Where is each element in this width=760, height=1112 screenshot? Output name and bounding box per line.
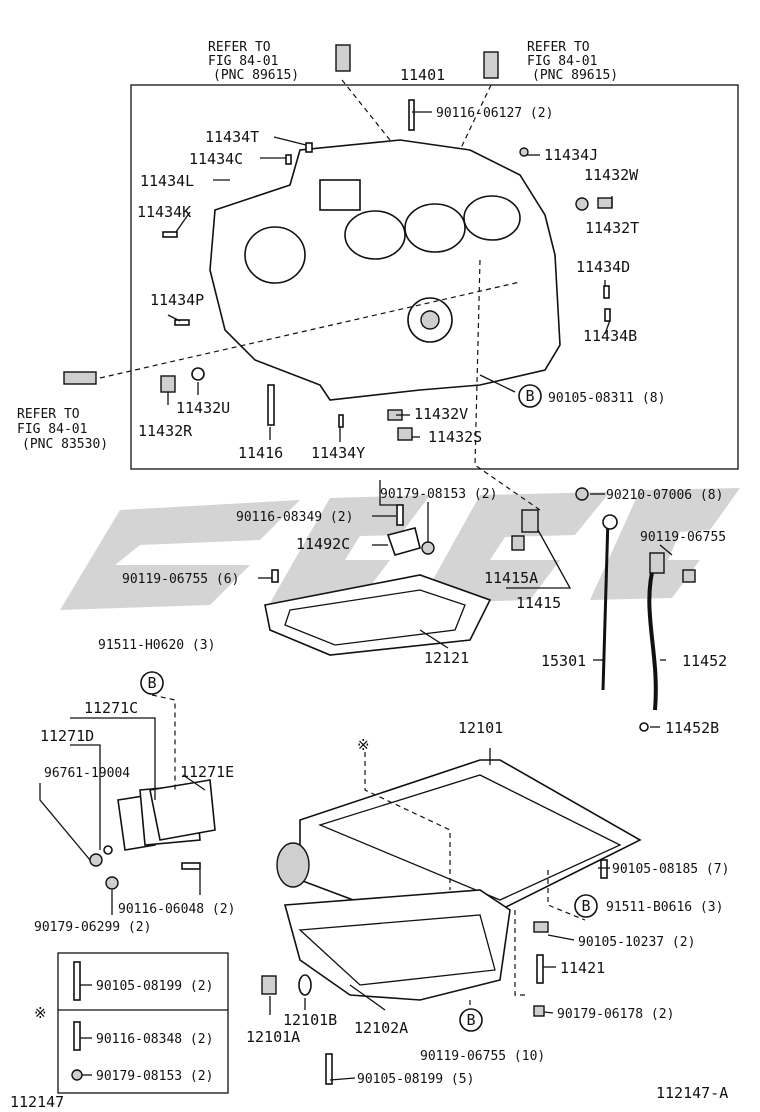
callout-label: 90179-06299 (2) [34, 920, 151, 935]
callout-label: 11432S [428, 428, 482, 446]
callout-label: 12101B [283, 1011, 337, 1029]
callout-label: 11415 [516, 594, 561, 612]
callout-label: 11432V [414, 405, 468, 423]
refer-note-1-line3: (PNC 89615) [213, 68, 299, 83]
figure-number: 112147 [10, 1093, 64, 1111]
callout-label: 11416 [238, 444, 283, 462]
callout-label: 11434P [150, 291, 204, 309]
callout-label: 90116-08349 (2) [236, 510, 353, 525]
callout-label: 11271C [84, 699, 138, 717]
callout-label: 11434J [544, 146, 598, 164]
callout-label: 12101 [458, 719, 503, 737]
ref-markers: B B B B [140, 384, 598, 1032]
refer-note-3-line3: (PNC 83530) [22, 437, 108, 452]
callout-label: 11434Y [311, 444, 365, 462]
callout-label: 11452B [665, 719, 719, 737]
refer-note-3-line2: FIG 84-01 [17, 422, 87, 437]
callout-label: 11434D [576, 258, 630, 276]
refer-note-2-line2: FIG 84-01 [527, 54, 597, 69]
watermark-logo [60, 488, 740, 610]
leader-lines [39, 79, 673, 1094]
callout-label: 90105-08311 (8) [548, 391, 665, 406]
ref-marker-b-2: B [147, 674, 156, 692]
callout-label: 90105-08199 (2) [96, 979, 213, 994]
callout-label: 91511-H0620 (3) [98, 638, 215, 653]
oil-pan-hardware [71, 859, 608, 1085]
callout-label: 90105-10237 (2) [578, 935, 695, 950]
callout-label: 90119-06755 (6) [122, 572, 239, 587]
block-hardware [63, 44, 613, 441]
callout-label: 90179-08153 (2) [380, 487, 497, 502]
callout-label: 11401 [400, 66, 445, 84]
refer-note-3-line1: REFER TO [17, 407, 80, 422]
callout-label: 12102A [354, 1019, 408, 1037]
callout-label: 11452 [682, 652, 727, 670]
refer-note-1-line1: REFER TO [208, 40, 271, 55]
callout-label: 90116-06048 (2) [118, 902, 235, 917]
figure-number-variant: 112147-A [656, 1084, 728, 1102]
callout-label: 90119-06755 (10) [420, 1049, 545, 1064]
callout-label: 90105-08199 (5) [357, 1072, 474, 1087]
callout-label: 90210-07006 (8) [606, 488, 723, 503]
callout-label: 11432W [584, 166, 639, 184]
callout-label: 11432T [585, 219, 639, 237]
note-mark-2: ※ [34, 1004, 47, 1022]
callout-label: 11271D [40, 727, 94, 745]
cylinder-block [209, 139, 561, 401]
refer-note-2-line3: (PNC 89615) [532, 68, 618, 83]
callout-label: 12101A [246, 1028, 300, 1046]
callout-label: 11434B [583, 327, 637, 345]
callout-label: 90105-08185 (7) [612, 862, 729, 877]
callout-label: 90116-08348 (2) [96, 1032, 213, 1047]
ref-marker-b-4: B [466, 1011, 475, 1029]
callout-label: 90179-06178 (2) [557, 1007, 674, 1022]
oil-pan [276, 759, 642, 1001]
callout-label: 11421 [560, 959, 605, 977]
callout-label: 11434C [189, 150, 243, 168]
callout-label: 11432U [176, 399, 230, 417]
refer-notes: REFER TO FIG 84-01 (PNC 89615) REFER TO … [17, 40, 618, 452]
note-mark-1: ※ [357, 736, 370, 754]
callout-label: 90179-08153 (2) [96, 1069, 213, 1084]
callout-label: 91511-B0616 (3) [606, 900, 723, 915]
refer-note-1-line2: FIG 84-01 [208, 54, 278, 69]
callout-label: 96761-19004 [44, 766, 130, 781]
ref-marker-b-1: B [525, 387, 534, 405]
callout-label: 11434K [137, 203, 191, 221]
callout-label: 15301 [541, 652, 586, 670]
timing-cover-parts [89, 779, 216, 890]
refer-note-2-line1: REFER TO [527, 40, 590, 55]
callout-label: 11432R [138, 422, 193, 440]
callout-label: 11492C [296, 535, 350, 553]
callout-label: 11434L [140, 172, 194, 190]
callout-label: 11271E [180, 763, 234, 781]
ref-marker-b-3: B [581, 897, 590, 915]
callout-label: 12121 [424, 649, 469, 667]
callout-label: 90119-06755 [640, 530, 726, 545]
callout-label: 90116-06127 (2) [436, 106, 553, 121]
oil-pump-parts [264, 487, 696, 732]
callout-labels: 11401 90116-06127 (2) 11434T 11434C 1143… [34, 66, 729, 1087]
callout-label: 11415A [484, 569, 538, 587]
callout-label: 11434T [205, 128, 259, 146]
block-frame [130, 84, 739, 470]
